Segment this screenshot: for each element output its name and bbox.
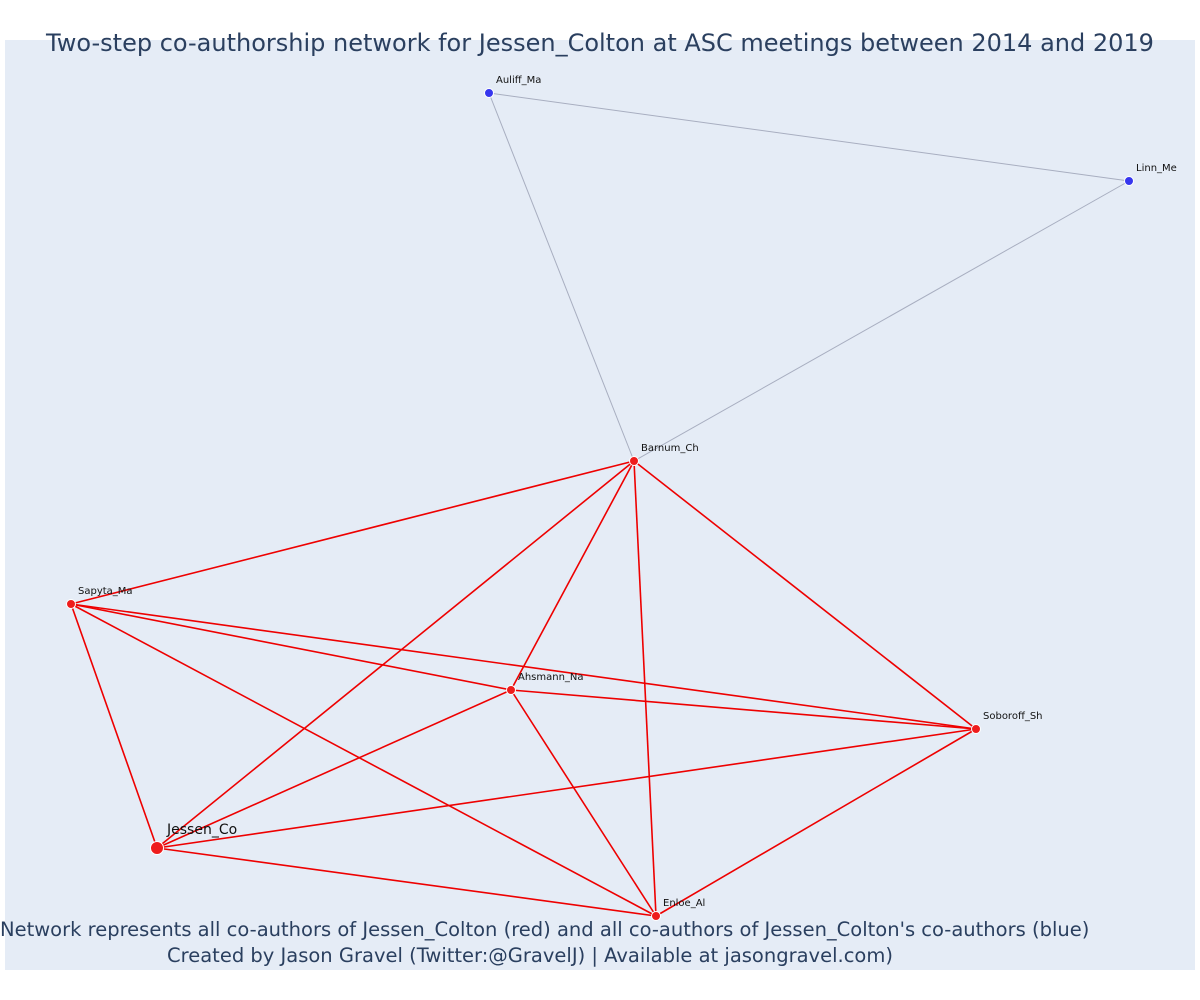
edge-Auliff_Ma-Linn_Me	[488, 92, 1130, 182]
node-label-Soboroff_Sh: Soboroff_Sh	[983, 711, 1043, 722]
node-Linn_Me[interactable]	[1124, 176, 1134, 186]
edge-Ahsmann_Na-Soboroff_Sh	[510, 689, 977, 730]
nodes-layer	[66, 88, 1134, 921]
node-Sapyta_Ma[interactable]	[66, 599, 76, 609]
edge-Jessen_Co-Enloe_Al	[156, 847, 657, 917]
edge-Sapyta_Ma-Jessen_Co	[70, 603, 158, 849]
edge-Ahsmann_Na-Jessen_Co	[156, 689, 512, 849]
plot-area	[5, 40, 1195, 970]
annotation-line-2: Created by Jason Gravel (Twitter:@Gravel…	[167, 944, 893, 967]
edge-Soboroff_Sh-Enloe_Al	[655, 728, 977, 917]
edge-Barnum_Ch-Jessen_Co	[156, 460, 635, 849]
edge-Barnum_Ch-Soboroff_Sh	[633, 460, 977, 730]
edge-Sapyta_Ma-Soboroff_Sh	[70, 603, 977, 730]
node-label-Jessen_Co: Jessen_Co	[166, 822, 237, 838]
edge-Barnum_Ch-Sapyta_Ma	[70, 460, 635, 605]
labels-layer: Jessen_Co Sapyta_Ma Barnum_ChAhsmann_NaSob…	[78, 75, 1177, 909]
node-Enloe_Al[interactable]	[651, 911, 661, 921]
edges-layer	[70, 92, 1130, 917]
node-label-Auliff_Ma: Auliff_Ma	[496, 75, 541, 86]
node-Barnum_Ch[interactable]	[629, 456, 639, 466]
node-Jessen_Co[interactable]	[150, 841, 164, 855]
edge-Barnum_Ch-Enloe_Al	[633, 460, 657, 917]
edge-Ahsmann_Na-Enloe_Al	[510, 689, 657, 917]
annotation-line-1: Network represents all co-authors of Jes…	[0, 918, 1090, 941]
node-label-Ahsmann_Na: Ahsmann_Na	[518, 672, 584, 683]
edge-Sapyta_Ma-Ahsmann_Na	[70, 603, 512, 691]
node-Soboroff_Sh[interactable]	[971, 724, 981, 734]
node-label-Linn_Me: Linn_Me	[1136, 163, 1177, 174]
node-label-Barnum_Ch: Barnum_Ch	[641, 443, 699, 454]
node-Ahsmann_Na[interactable]	[506, 685, 516, 695]
edge-Auliff_Ma-Barnum_Ch	[488, 92, 635, 462]
node-label-Sapyta_Ma: Sapyta_Ma	[78, 586, 133, 597]
edge-Sapyta_Ma-Enloe_Al	[70, 603, 657, 917]
chart-title: Two-step co-authorship network for Jesse…	[46, 29, 1154, 57]
node-Auliff_Ma[interactable]	[484, 88, 494, 98]
edge-Barnum_Ch-Ahsmann_Na	[510, 460, 635, 691]
node-label-Enloe_Al: Enloe_Al	[663, 898, 705, 909]
edge-Soboroff_Sh-Jessen_Co	[156, 728, 977, 849]
edge-Linn_Me-Barnum_Ch	[633, 180, 1130, 462]
